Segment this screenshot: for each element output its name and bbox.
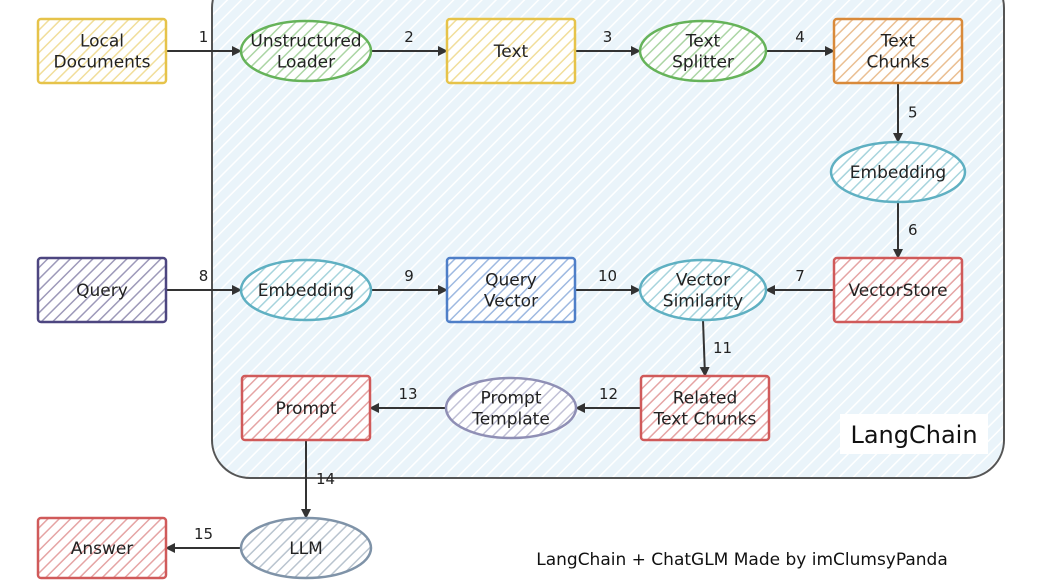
node-unstructured-loader-label-0: Unstructured [250,32,361,52]
edge-9: 9 [371,267,448,295]
edge-label-9: 9 [404,267,414,285]
edge-11: 11 [699,319,732,377]
node-text: Text [445,17,577,85]
edge-label-6: 6 [908,221,918,239]
edge-6: 6 [893,202,918,259]
container-label-bg [840,414,988,454]
node-local-documents-label-0: Local [80,32,124,52]
node-answer-label-0: Answer [71,539,134,559]
edge-label-14: 14 [316,470,335,488]
node-vector-similarity-label-0: Vector [676,271,730,291]
node-text-chunks-box [832,17,964,85]
langchain-container [211,0,1005,479]
edge-label-15: 15 [194,525,213,543]
edge-label-3: 3 [603,28,613,46]
node-prompt: Prompt [240,374,372,442]
edge-3: 3 [575,28,641,56]
node-vector-similarity-ellipse [638,258,768,322]
node-vectorstore: VectorStore [832,256,964,324]
node-local-documents-box [36,17,168,85]
node-query: Query [36,256,168,324]
edge-14: 14 [301,440,335,519]
node-vectorstore-label-0: VectorStore [848,281,947,301]
node-unstructured-loader-ellipse [239,19,373,83]
node-vector-similarity-label-1: Similarity [663,292,743,312]
node-text-splitter-label-0: Text [685,32,721,52]
edge-4: 4 [766,28,835,56]
edge-label-11: 11 [713,339,732,357]
edge-label-7: 7 [795,267,805,285]
edge-7: 7 [765,267,834,295]
node-prompt-label-0: Prompt [276,399,337,419]
edge-label-2: 2 [404,28,414,46]
edge-1: 1 [166,28,242,56]
edge-2: 2 [371,28,448,56]
node-embedding-query-label-0: Embedding [258,281,354,301]
edge-label-1: 1 [199,28,209,46]
node-query-vector-box [445,256,577,324]
node-embedding-docs: Embedding [829,140,967,204]
edge-15: 15 [165,525,241,553]
node-answer: Answer [36,516,168,580]
edge-label-4: 4 [795,28,805,46]
edge-label-8: 8 [199,267,209,285]
nodes-layer: LocalDocumentsUnstructuredLoaderTextText… [36,17,967,580]
node-llm-ellipse [239,516,373,580]
node-related-text-chunks-label-1: Text Chunks [653,410,757,430]
node-query-vector-label-0: Query [485,271,537,291]
node-llm-label-0: LLM [289,539,323,559]
node-query-vector-label-1: Vector [484,292,538,312]
node-embedding-docs-ellipse [829,140,967,204]
node-text-chunks-label-0: Text [880,32,916,52]
node-prompt-template-label-0: Prompt [481,389,542,409]
credit-text: LangChain + ChatGLM Made by imClumsyPand… [536,550,948,570]
edge-label-13: 13 [398,385,417,403]
node-prompt-box [240,374,372,442]
node-text-box [445,17,577,85]
node-local-documents-label-1: Documents [54,53,151,73]
node-embedding-query-ellipse [239,258,373,322]
node-unstructured-loader-label-1: Loader [277,53,335,73]
edge-13: 13 [369,385,446,413]
edge-11-arrow [699,319,710,377]
node-embedding-query: Embedding [239,258,373,322]
node-related-text-chunks-label-0: Related [673,389,738,409]
edge-12: 12 [575,385,641,413]
node-query-label-0: Query [76,281,128,301]
node-query-box [36,256,168,324]
edge-label-5: 5 [908,104,918,122]
node-text-splitter-ellipse [638,19,768,83]
edge-label-10: 10 [598,267,617,285]
node-llm: LLM [239,516,373,580]
node-text-splitter-label-1: Splitter [672,53,734,73]
node-embedding-docs-label-0: Embedding [850,163,946,183]
node-related-text-chunks-box [639,374,771,442]
edge-label-12: 12 [599,385,618,403]
node-text-label-0: Text [493,42,529,62]
edge-5: 5 [893,83,918,143]
edge-10: 10 [575,267,641,295]
container-label: LangChain [850,421,977,449]
node-prompt-template-ellipse [444,376,578,440]
node-prompt-template-label-1: Template [471,410,550,430]
node-vectorstore-box [832,256,964,324]
node-answer-box [36,516,168,580]
node-text-chunks-label-1: Chunks [867,53,930,73]
edge-8: 8 [166,267,242,295]
